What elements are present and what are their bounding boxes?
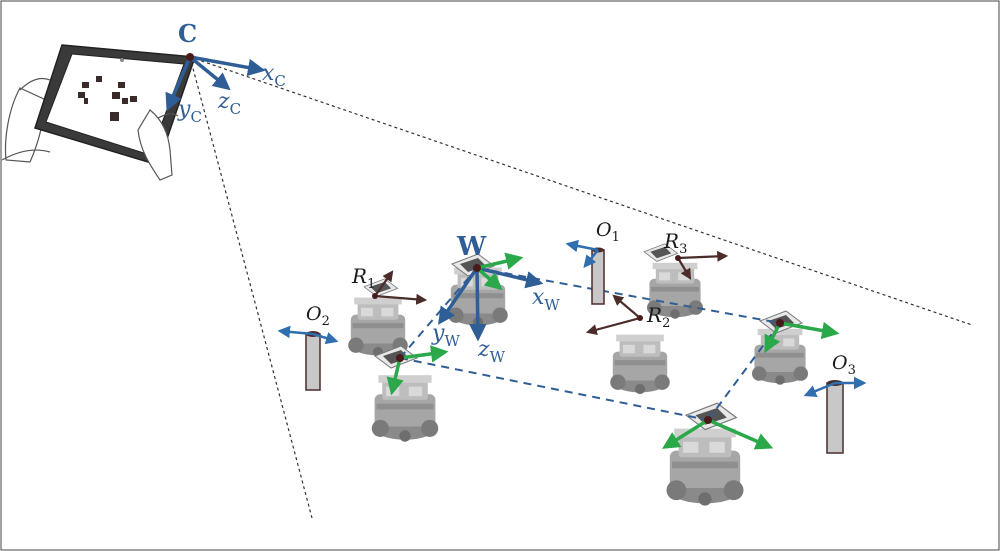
robot1-label: R1	[351, 264, 375, 292]
world-label: W	[456, 232, 487, 262]
obstacle-o3	[803, 376, 867, 454]
view-frustum	[189, 56, 973, 519]
camera-z-label: zC	[217, 89, 241, 118]
world-z-label: zW	[477, 337, 506, 366]
camera-x-label: xC	[262, 61, 286, 90]
camera-y-label: yC	[177, 97, 202, 126]
obstacle2-label: O2	[306, 303, 330, 329]
obstacle3-label: O3	[832, 352, 856, 378]
robot-right	[752, 328, 808, 385]
obstacle-o2	[277, 325, 339, 391]
tablet-screen-robots	[78, 76, 137, 121]
camera-frame	[165, 53, 266, 112]
robot-frame-origins	[372, 255, 681, 321]
world-frame	[438, 266, 544, 342]
world-y-label: yW	[431, 321, 460, 350]
robot2-label: R2	[646, 303, 670, 331]
camera-label: C	[178, 19, 197, 48]
robot-left-front	[371, 375, 439, 442]
world-x-label: xW	[532, 285, 560, 314]
obstacle-o1	[565, 239, 605, 305]
frame-origins	[396, 264, 784, 424]
robot3-label: R3	[663, 229, 687, 257]
robot-frames	[374, 250, 729, 336]
robot-r2	[610, 334, 670, 395]
marker-frames	[386, 252, 840, 450]
tablet-device	[1, 44, 197, 181]
obstacle1-label: O1	[596, 219, 620, 245]
